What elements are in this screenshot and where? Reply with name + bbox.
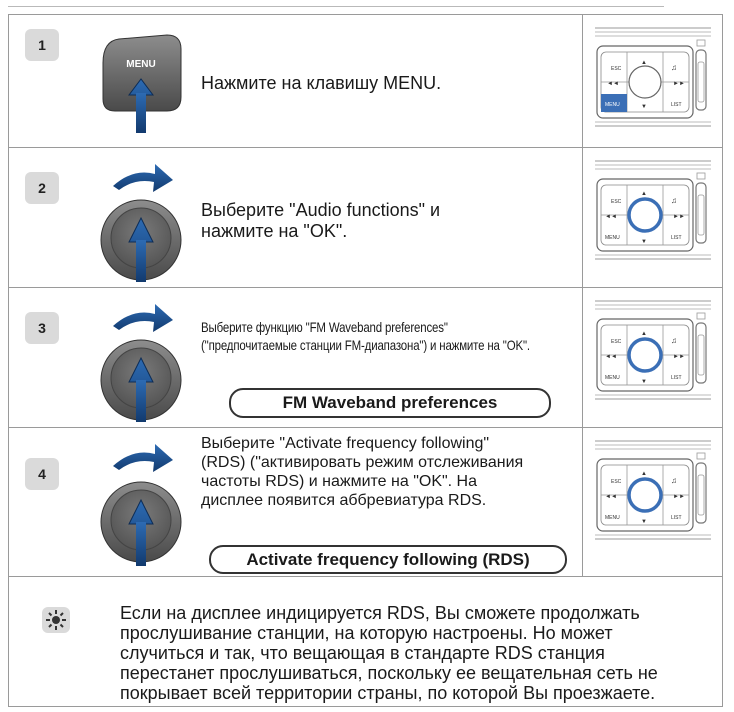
lightbulb-icon	[42, 607, 70, 633]
svg-text:▼: ▼	[641, 104, 647, 110]
control-panel-diagram: ESC MENU LIST ♫ ▲ ▼ ◄◄ ►►	[591, 21, 717, 135]
svg-text:►►: ►►	[673, 494, 685, 500]
step-text: Выберите "Audio functions" и нажмите на …	[201, 200, 441, 241]
svg-text:◄◄: ◄◄	[605, 214, 617, 220]
svg-text:▼: ▼	[641, 239, 647, 245]
svg-text:LIST: LIST	[671, 515, 682, 521]
svg-text:ESC: ESC	[611, 339, 622, 345]
menu-key-label: MENU	[126, 59, 155, 70]
svg-text:▲: ▲	[641, 191, 647, 197]
svg-text:◄◄: ◄◄	[605, 354, 617, 360]
svg-text:►►: ►►	[673, 354, 685, 360]
step-row-2: 2 Выберите "Audio functions" и нажмите н…	[9, 148, 722, 288]
svg-text:MENU: MENU	[605, 102, 620, 108]
svg-text:▲: ▲	[641, 471, 647, 477]
control-panel-diagram: ESC MENU LIST ♫ ▲ ▼ ◄◄ ►►	[591, 434, 717, 548]
svg-text:ESC: ESC	[611, 66, 622, 72]
top-rule	[8, 6, 664, 7]
step-text: Выберите "Activate frequency following" …	[201, 435, 524, 509]
svg-text:▼: ▼	[641, 379, 647, 385]
svg-text:ESC: ESC	[611, 199, 622, 205]
control-panel-cell: ESC MENU LIST ♫ ▲ ▼ ◄◄ ►►	[582, 15, 722, 147]
svg-text:►►: ►►	[673, 214, 685, 220]
fm-waveband-preferences-label: FM Waveband preferences	[229, 388, 551, 418]
svg-text:◄◄: ◄◄	[607, 81, 619, 87]
step-number-badge: 4	[25, 458, 59, 490]
control-panel-diagram: ESC MENU LIST ♫ ▲ ▼ ◄◄ ►►	[591, 154, 717, 268]
control-panel-cell: ESC MENU LIST ♫ ▲ ▼ ◄◄ ►►	[582, 148, 722, 287]
svg-text:MENU: MENU	[605, 515, 620, 521]
step-number-badge: 2	[25, 172, 59, 204]
rotary-knob-press-icon	[100, 444, 182, 566]
svg-text:▲: ▲	[641, 60, 647, 66]
step-number-badge: 1	[25, 29, 59, 61]
step-row-1: 1 MENU Нажмите на клавишу MENU. ESC MENU…	[9, 15, 722, 148]
ok-knob-highlight	[627, 477, 663, 513]
svg-text:MENU: MENU	[605, 375, 620, 381]
step-text: Выберите функцию "FM Waveband preference…	[201, 319, 530, 353]
svg-text:▲: ▲	[641, 331, 647, 337]
rotary-knob-press-icon	[100, 164, 182, 282]
menu-button-highlight	[601, 94, 627, 112]
rotary-knob-press-icon	[100, 304, 182, 422]
control-panel-cell: ESC MENU LIST ♫ ▲ ▼ ◄◄ ►►	[582, 428, 722, 576]
instruction-table: 1 MENU Нажмите на клавишу MENU. ESC MENU…	[8, 14, 723, 707]
svg-text:LIST: LIST	[671, 375, 682, 381]
svg-text:ESC: ESC	[611, 479, 622, 485]
ok-knob-highlight	[627, 337, 663, 373]
tip-text: Если на дисплее индицируется RDS, Вы смо…	[120, 603, 658, 703]
svg-text:►►: ►►	[673, 81, 685, 87]
control-panel-cell: ESC MENU LIST ♫ ▲ ▼ ◄◄ ►►	[582, 288, 722, 427]
activate-frequency-following-label: Activate frequency following (RDS)	[209, 545, 567, 574]
svg-text:MENU: MENU	[605, 235, 620, 241]
svg-text:♫: ♫	[671, 336, 677, 345]
svg-text:LIST: LIST	[671, 235, 682, 241]
svg-text:♫: ♫	[671, 196, 677, 205]
step-number-badge: 3	[25, 312, 59, 344]
control-panel-diagram: ESC MENU LIST ♫ ▲ ▼ ◄◄ ►►	[591, 294, 717, 408]
svg-text:▼: ▼	[641, 519, 647, 525]
step-text: Нажмите на клавишу MENU.	[201, 73, 442, 93]
tip-row: Если на дисплее индицируется RDS, Вы смо…	[9, 577, 722, 706]
menu-key-press-icon: MENU	[102, 34, 182, 133]
svg-text:◄◄: ◄◄	[605, 494, 617, 500]
svg-text:♫: ♫	[671, 476, 677, 485]
svg-text:LIST: LIST	[671, 102, 682, 108]
step-row-4: 4 Выберите "Activate frequency following…	[9, 428, 722, 577]
svg-text:♫: ♫	[671, 63, 677, 72]
step-row-3: 3 Выберите функцию "FM Waveband preferen…	[9, 288, 722, 428]
ok-knob-highlight	[627, 197, 663, 233]
